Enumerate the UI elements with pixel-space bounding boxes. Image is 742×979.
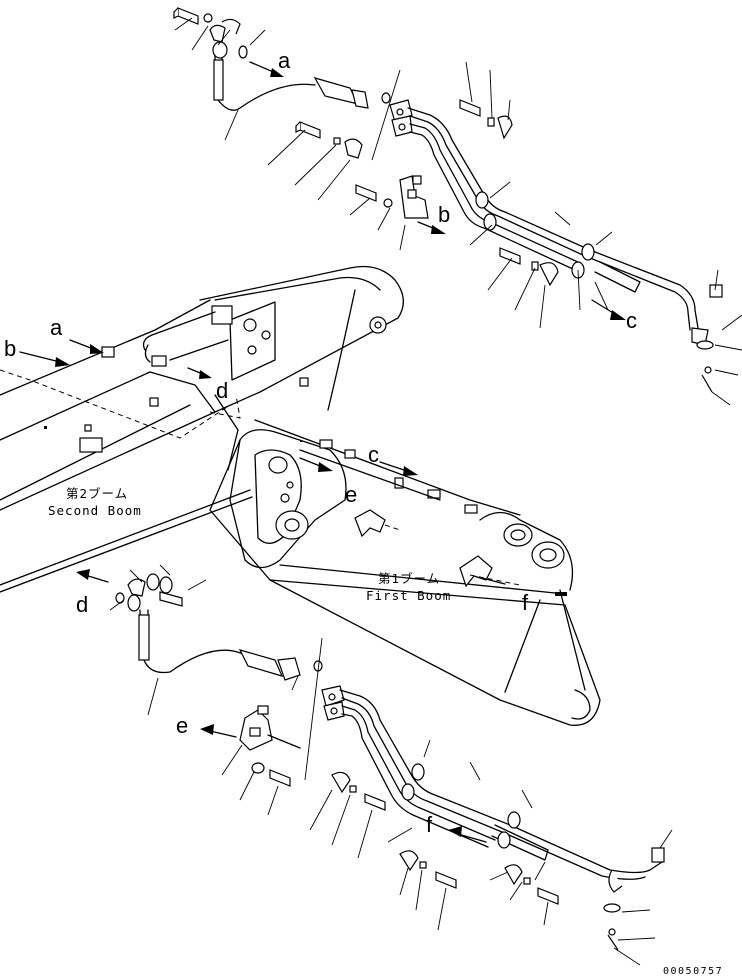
callout-c-mid: c [368,442,379,467]
callout-a-left: a [50,315,63,340]
callout-e-mid: e [345,482,357,507]
callout-b-left: b [4,336,16,361]
second-boom-caption-jp: 第2ブーム [66,486,128,501]
upper-piping [173,7,742,406]
lower-piping [76,564,673,966]
callout-d-left: d [76,592,88,617]
callout-d-mid: d [216,378,228,403]
callout-f-mid: f [522,590,529,615]
callout-b-right: b [438,202,450,227]
first-boom-caption-jp: 第1ブーム [378,571,440,586]
second-boom [0,265,404,511]
callout-c-right: c [626,308,637,333]
first-boom-caption-en: First Boom [366,588,451,603]
callout-e-left: e [176,713,188,738]
callout-a-top: a [278,48,291,73]
second-boom-caption-en: Second Boom [48,503,142,518]
callout-f-bottom: f [426,812,433,837]
drawing-code: 00050757 [663,966,723,977]
reference-arrows [19,339,506,585]
first-boom [0,419,601,726]
